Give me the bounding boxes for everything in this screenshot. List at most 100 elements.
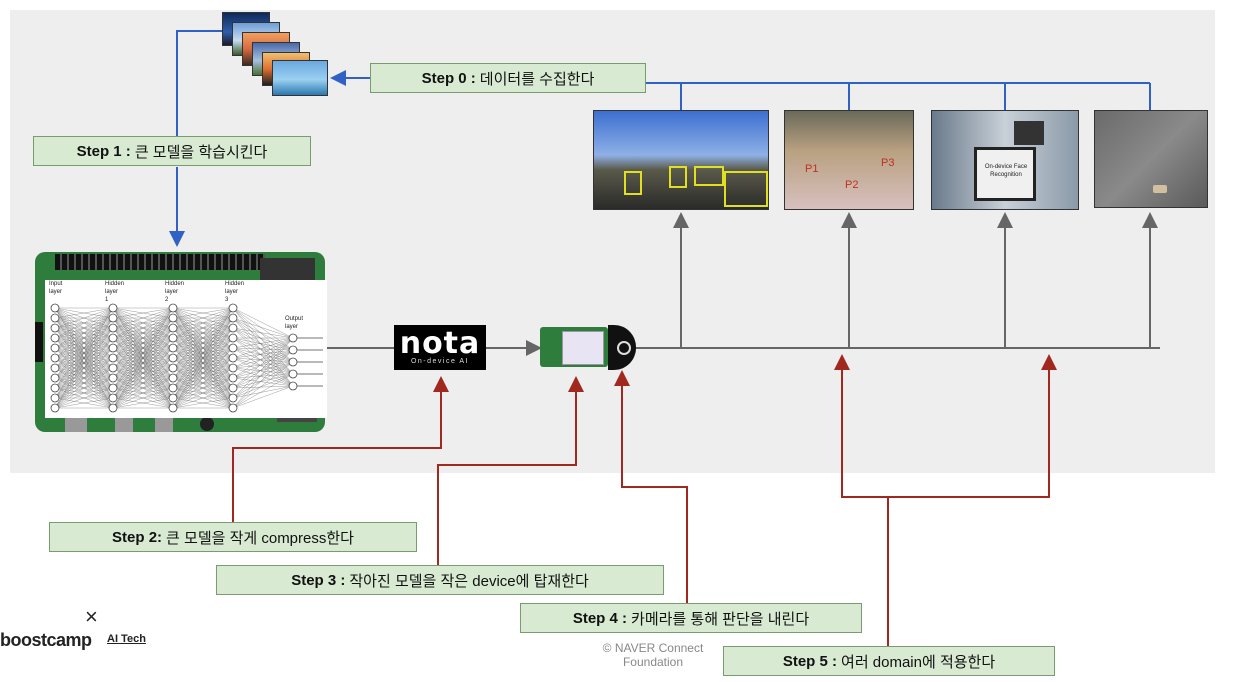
nn-node [168, 303, 178, 313]
edge-device [540, 325, 636, 370]
ai-tech-suffix: AI Tech [107, 633, 146, 645]
nn-node [228, 353, 238, 363]
copyright-notice: © NAVER Connect Foundation [602, 641, 704, 669]
step-2-label: Step 2: 큰 모델을 작게 compress한다 [49, 522, 417, 552]
nn-node [228, 333, 238, 343]
nn-connection [172, 307, 234, 329]
close-mark-icon: × [85, 604, 98, 629]
nn-connection [232, 373, 294, 389]
nn-connection [232, 349, 294, 389]
nn-layer-label: layer [105, 289, 118, 295]
step-pointer-lines [232, 354, 1057, 646]
nn-layer-label: 1 [105, 297, 109, 303]
step-3-text: 작아진 모델을 작은 device에 탑재한다 [349, 572, 589, 590]
nn-layer-label: Hidden [165, 281, 184, 287]
nn-connection [54, 357, 114, 409]
nn-connection [112, 347, 174, 409]
nn-node [228, 363, 238, 373]
nn-connection [232, 337, 294, 375]
step-5-label: Step 5 : 여러 domain에 적용한다 [723, 646, 1055, 676]
nn-connection [54, 377, 114, 409]
nn-connection [232, 337, 294, 409]
nn-connection [232, 361, 294, 379]
nn-connection [232, 373, 294, 399]
nn-node [50, 333, 60, 343]
nn-node [108, 363, 118, 373]
nn-node [108, 393, 118, 403]
nn-connection [232, 373, 294, 379]
nn-connection [232, 361, 294, 369]
nn-connection [172, 367, 234, 409]
nn-node [50, 343, 60, 353]
step-0-label: Step 0 : 데이터를 수집한다 [370, 63, 646, 93]
nn-node [108, 333, 118, 343]
nn-connection [54, 307, 114, 389]
nn-node [108, 323, 118, 333]
nn-connection [112, 307, 174, 339]
nn-connection [232, 307, 294, 351]
nn-node [168, 343, 178, 353]
nn-node [228, 303, 238, 313]
nn-connection [172, 377, 234, 409]
nn-connection [54, 307, 114, 399]
step-4-text: 카메라를 통해 판단을 내린다 [631, 610, 810, 628]
nn-node [228, 403, 238, 413]
nn-connection [232, 337, 294, 349]
nn-node [228, 323, 238, 333]
nn-node [288, 369, 298, 379]
step-5-number: Step 5 : [782, 652, 838, 670]
nn-connection [54, 387, 114, 409]
nn-connection [172, 317, 234, 409]
data-collection-lines [169, 30, 1151, 247]
nn-connection [54, 307, 114, 359]
nn-connection [232, 349, 294, 379]
nn-node [168, 373, 178, 383]
nn-node [108, 383, 118, 393]
nn-connection [172, 307, 234, 369]
nn-connection [232, 361, 294, 409]
nn-node [288, 357, 298, 367]
nn-connection [172, 357, 234, 409]
market-label-p2: P2 [845, 179, 859, 191]
nn-connection [112, 307, 174, 369]
nn-connection [172, 307, 234, 379]
nn-node [288, 333, 298, 343]
nn-connection [112, 307, 174, 359]
step-1-text: 큰 모델을 학습시킨다 [134, 143, 268, 161]
nn-connection [54, 307, 114, 369]
nn-connection [112, 307, 174, 389]
nn-node [50, 373, 60, 383]
nn-connection [232, 337, 294, 359]
nn-connection [232, 385, 294, 389]
nn-connection [112, 307, 174, 379]
nn-connection [54, 307, 114, 379]
nn-connection [172, 347, 234, 409]
nn-node [228, 343, 238, 353]
nn-node [108, 353, 118, 363]
nn-layer-label: Hidden [105, 281, 124, 287]
step-2-text: 큰 모델을 작게 compress한다 [166, 529, 354, 547]
nn-connection [172, 307, 234, 359]
nn-connection [172, 387, 234, 409]
nn-node [168, 353, 178, 363]
nn-connection [232, 307, 294, 339]
nn-connection [112, 307, 174, 399]
nn-connection [54, 337, 114, 409]
nn-layer-label: layer [285, 324, 298, 330]
market-label-p3: P3 [881, 157, 895, 169]
nn-connection [54, 347, 114, 409]
step-3-number: Step 3 : [291, 571, 346, 589]
nn-connection [54, 327, 114, 409]
nn-node [50, 313, 60, 323]
nn-connection [112, 317, 174, 409]
step-0-number: Step 0 : [421, 69, 476, 87]
nn-node [50, 303, 60, 313]
face-recognition-sign: On-device Face Recognition [984, 164, 1028, 178]
nn-connection [232, 357, 294, 387]
nn-node [288, 345, 298, 355]
nn-connection [232, 349, 294, 399]
nn-node [228, 313, 238, 323]
step-0-text: 데이터를 수집한다 [479, 70, 595, 88]
nn-connection [232, 349, 294, 409]
